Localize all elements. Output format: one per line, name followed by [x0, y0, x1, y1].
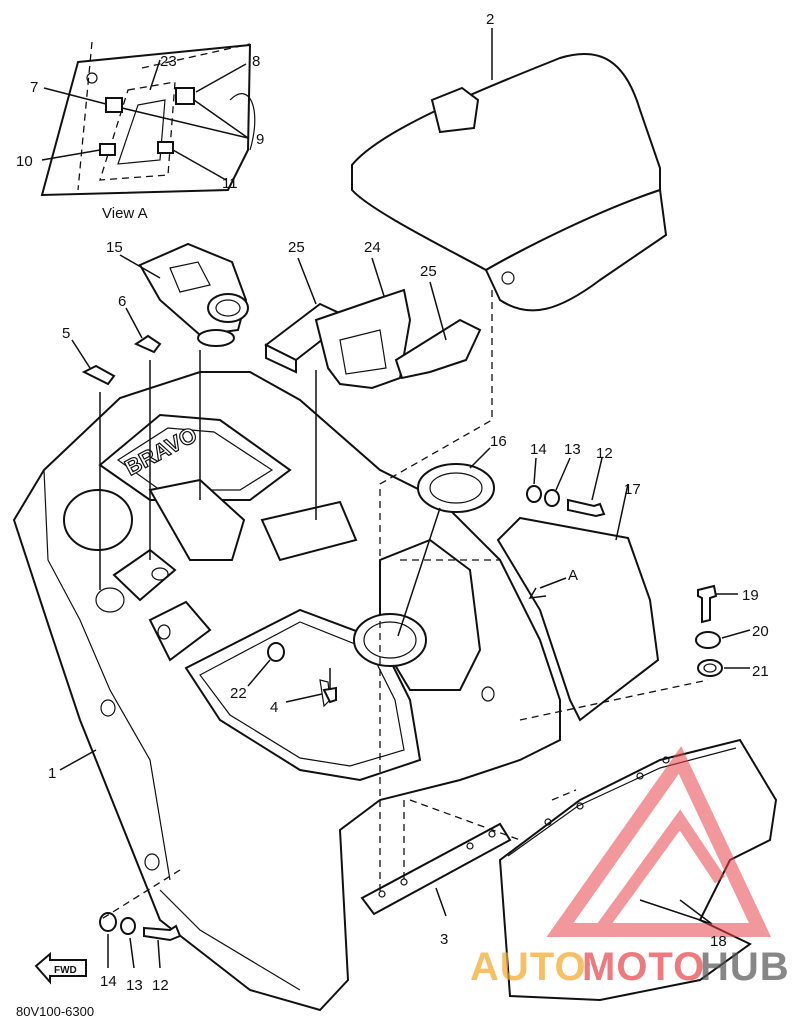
- part-4-bolt: [285, 668, 337, 704]
- alignment-lines: [99, 290, 709, 921]
- fasteners-12-13-14-lower: [99, 912, 182, 969]
- callout-7: 7: [30, 79, 38, 96]
- callout-18: 18: [710, 933, 727, 950]
- callout-12a: 12: [596, 445, 613, 462]
- callout-24: 24: [364, 239, 381, 256]
- part-15-block: [119, 242, 249, 347]
- callout-13a: 13: [564, 441, 581, 458]
- diagram-code: 80V100-6300: [16, 1004, 94, 1019]
- part-seat-cover: [351, 28, 668, 312]
- callout-12b: 12: [152, 977, 169, 994]
- parts-24-25: [264, 257, 482, 390]
- fwd-arrow: [34, 951, 87, 985]
- watermark-text-hub: HUB: [700, 945, 790, 989]
- callout-22: 22: [230, 685, 247, 702]
- fwd-label: FWD: [54, 965, 77, 976]
- callout-21: 21: [752, 663, 769, 680]
- watermark-text-moto: MOTO: [582, 945, 705, 989]
- callout-4: 4: [270, 699, 278, 716]
- callout-2: 2: [486, 11, 494, 28]
- view-a-caption: View A: [102, 205, 148, 222]
- callout-11: 11: [222, 175, 238, 192]
- callout-13b: 13: [126, 977, 143, 994]
- watermark-logo: [546, 746, 772, 937]
- callout-14b: 14: [100, 973, 117, 990]
- part-16-grommet: [417, 447, 495, 513]
- callout-3: 3: [440, 931, 448, 948]
- callout-10: 10: [16, 153, 33, 170]
- callout-1: 1: [48, 765, 56, 782]
- callout-9: 9: [256, 131, 264, 148]
- callout-25a: 25: [288, 239, 305, 256]
- callout-17: 17: [624, 481, 641, 498]
- clips-5-6: [71, 307, 162, 386]
- part-3-bracket: [360, 822, 512, 917]
- fasteners-19-20-21: [695, 584, 751, 677]
- fasteners-12-13-14-upper: [526, 457, 606, 518]
- callout-19: 19: [742, 587, 759, 604]
- callout-20: 20: [752, 623, 769, 640]
- callout-25b: 25: [420, 263, 437, 280]
- callout-15: 15: [106, 239, 123, 256]
- callout-23: 23: [160, 53, 177, 70]
- part-17-panel: [496, 483, 660, 722]
- view-a-inset: [40, 41, 256, 197]
- callout-6: 6: [118, 293, 126, 310]
- callout-14a: 14: [530, 441, 547, 458]
- callout-arrow-a: A: [568, 567, 578, 584]
- callout-8: 8: [252, 53, 260, 70]
- callout-16: 16: [490, 433, 507, 450]
- watermark-text-auto: AUTO: [470, 945, 587, 989]
- leader-22: [247, 659, 271, 687]
- callout-5: 5: [62, 325, 70, 342]
